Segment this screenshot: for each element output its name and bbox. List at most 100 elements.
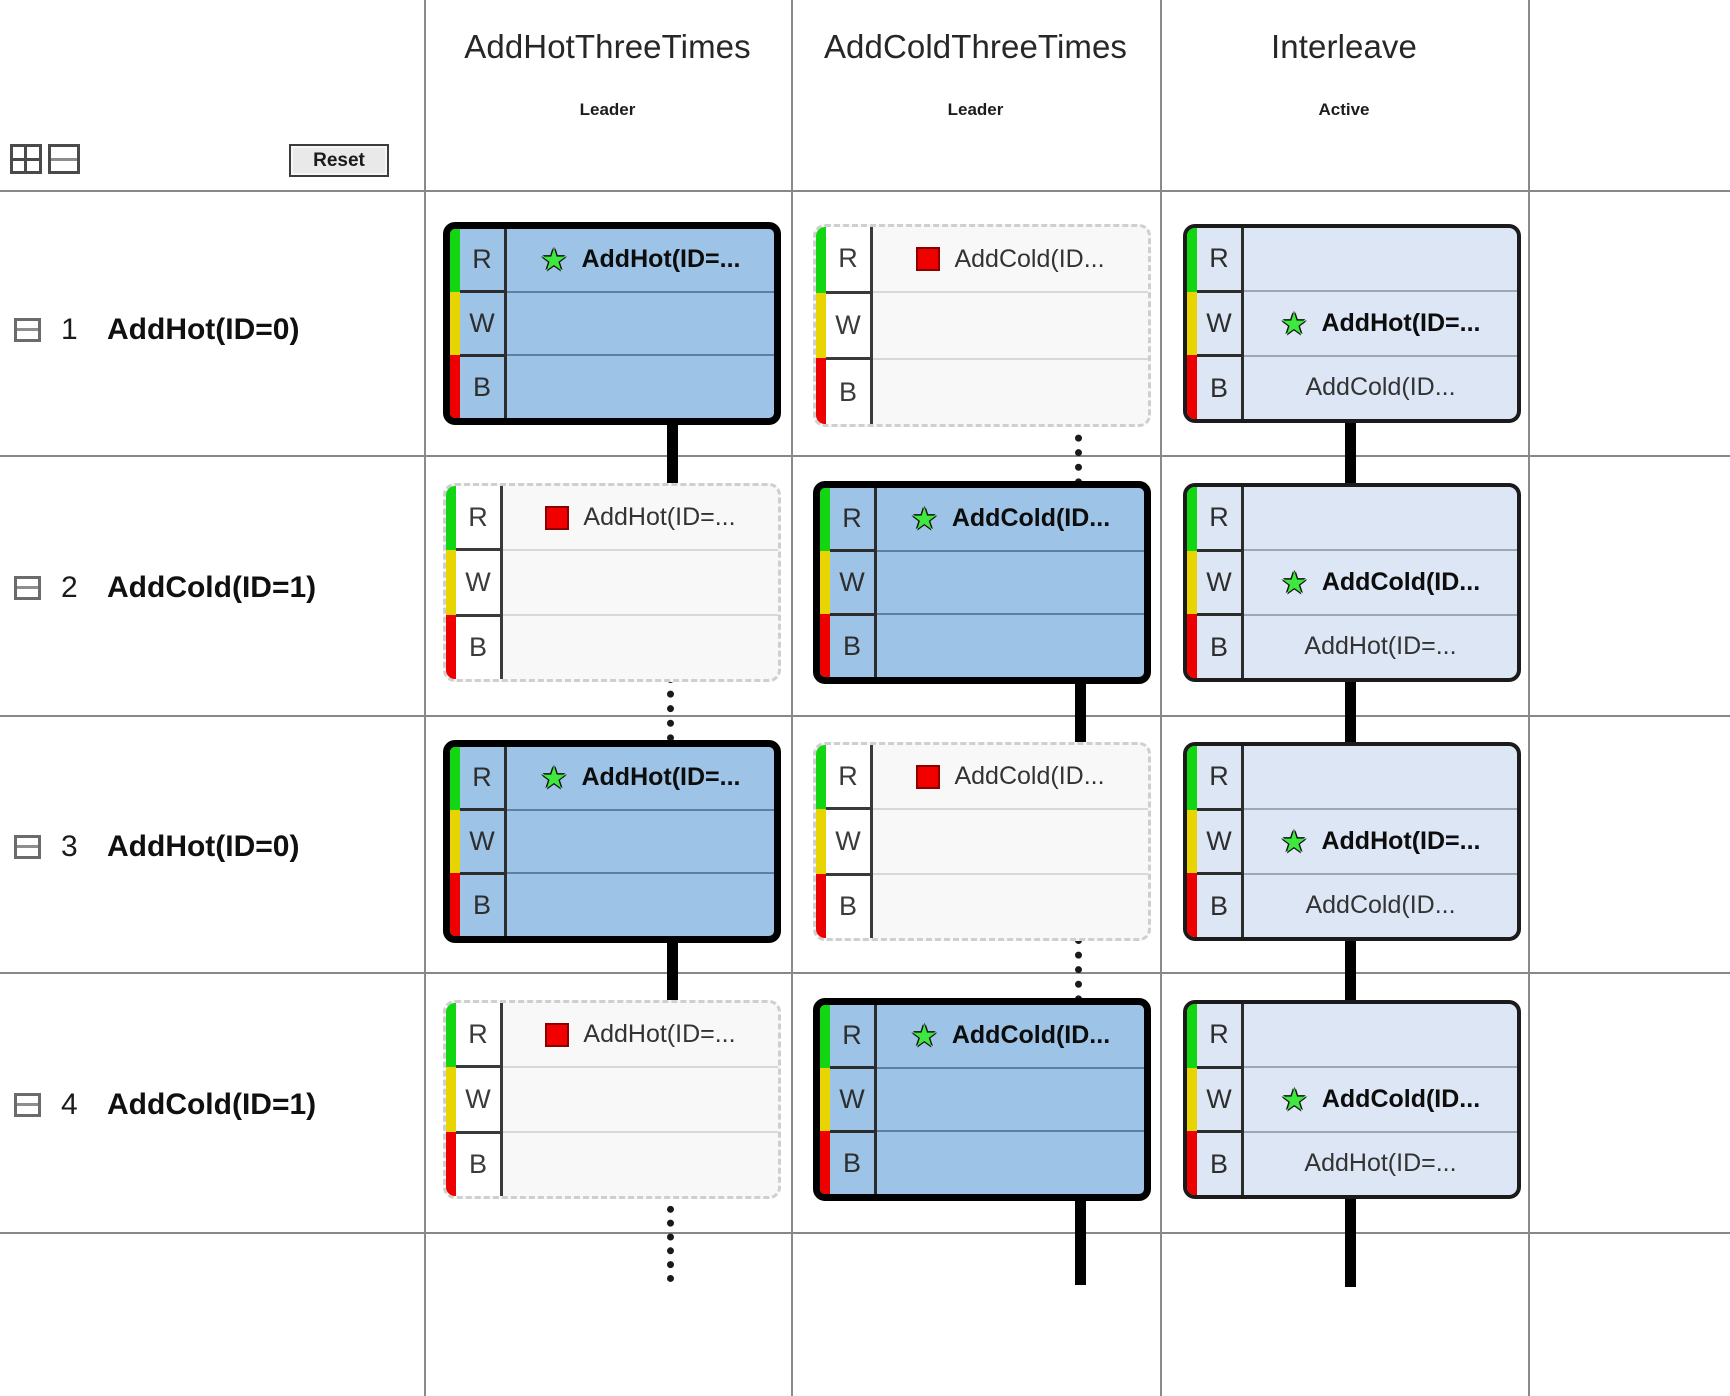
collapse-icon[interactable] — [14, 1093, 41, 1117]
state-letter-w: W — [456, 1065, 500, 1130]
entry-content: ★AddHot(ID=... — [540, 245, 741, 276]
state-entry[interactable] — [1244, 228, 1517, 290]
row-header-4[interactable]: 4 AddCold(ID=1) — [0, 1070, 424, 1140]
rail-blocked — [1187, 1131, 1197, 1195]
state-entry-column: ★AddCold(ID... AddHot(ID=... — [1244, 487, 1517, 678]
state-entry[interactable] — [1244, 1004, 1517, 1066]
horizontal-split-icon[interactable] — [48, 144, 80, 174]
collapse-icon[interactable] — [14, 576, 41, 600]
row-header-2[interactable]: 2 AddCold(ID=1) — [0, 553, 424, 623]
rail-blocked — [446, 614, 456, 679]
state-entry[interactable]: ★AddCold(ID... — [1244, 1066, 1517, 1130]
state-entry[interactable] — [873, 873, 1148, 938]
state-entry[interactable]: AddHot(ID=... — [1244, 613, 1517, 678]
state-entry[interactable]: AddHot(ID=... — [503, 486, 778, 549]
reset-button[interactable]: Reset — [289, 144, 389, 177]
state-entry[interactable] — [873, 808, 1148, 873]
status-rail — [820, 488, 830, 677]
state-entry[interactable] — [877, 549, 1144, 614]
state-entry[interactable] — [503, 549, 778, 614]
entry-label: AddHot(ID=... — [1304, 632, 1457, 661]
state-entry[interactable]: ★AddHot(ID=... — [1244, 290, 1517, 354]
state-letter-b: B — [1197, 1130, 1241, 1195]
state-entry[interactable] — [507, 808, 774, 873]
state-entry[interactable] — [503, 614, 778, 679]
state-entry[interactable] — [877, 613, 1144, 677]
state-entry[interactable]: AddHot(ID=... — [503, 1003, 778, 1066]
state-entry[interactable] — [1244, 746, 1517, 808]
stop-square-icon — [545, 505, 570, 530]
row-header-3[interactable]: 3 AddHot(ID=0) — [0, 812, 424, 882]
state-entry[interactable]: AddCold(ID... — [873, 227, 1148, 291]
stop-square-icon — [916, 764, 941, 789]
state-entry-column: AddHot(ID=... — [503, 1003, 778, 1196]
grid-layout-icon[interactable] — [10, 144, 42, 174]
state-entry[interactable] — [503, 1066, 778, 1131]
state-letter-r: R — [468, 501, 488, 532]
rail-blocked — [820, 614, 830, 677]
column-title: AddColdThreeTimes — [823, 28, 1128, 65]
row-number: 4 — [61, 1088, 78, 1121]
grid-hline-2 — [0, 715, 1730, 717]
state-letter-b: B — [830, 1130, 874, 1194]
state-entry[interactable]: AddCold(ID... — [1244, 354, 1517, 419]
entry-content: AddCold(ID... — [1305, 891, 1455, 920]
connector-c3-r2-r3 — [1345, 676, 1356, 760]
state-entry[interactable] — [503, 1131, 778, 1196]
status-rail — [450, 229, 460, 418]
status-rail — [1187, 746, 1197, 937]
status-rail — [820, 1005, 830, 1194]
collapse-icon[interactable] — [14, 835, 41, 859]
state-entry[interactable] — [873, 291, 1148, 357]
state-entry[interactable]: AddCold(ID... — [873, 745, 1148, 808]
state-letter-w: W — [1197, 289, 1241, 355]
state-entry[interactable]: ★AddCold(ID... — [877, 1005, 1144, 1067]
rail-ready — [450, 229, 460, 292]
state-letter-w: W — [826, 807, 870, 872]
state-entry[interactable]: AddCold(ID... — [1244, 872, 1517, 937]
entry-content: AddCold(ID... — [916, 762, 1105, 791]
toolbar: Reset — [0, 138, 424, 190]
state-entry[interactable] — [507, 290, 774, 355]
state-entry-column: ★AddHot(ID=... AddCold(ID... — [1244, 228, 1517, 419]
star-icon: ★ — [910, 503, 938, 537]
entry-content: AddCold(ID... — [1305, 373, 1455, 402]
row-header-1[interactable]: 1 AddHot(ID=0) — [0, 295, 424, 365]
entry-content: ★AddHot(ID=... — [540, 763, 741, 794]
rail-waiting — [820, 1068, 830, 1131]
state-entry[interactable] — [873, 357, 1148, 424]
grid-hline-3 — [0, 972, 1730, 974]
rail-blocked — [450, 873, 460, 936]
state-letter-w: W — [830, 1066, 874, 1130]
state-entry[interactable] — [1244, 487, 1517, 549]
entry-content: AddHot(ID=... — [1304, 632, 1456, 661]
state-entry[interactable] — [877, 1066, 1144, 1131]
entry-label: AddHot(ID=... — [1304, 1149, 1457, 1178]
state-entry[interactable]: AddHot(ID=... — [1244, 1130, 1517, 1195]
state-entry[interactable] — [507, 872, 774, 936]
state-entry[interactable] — [877, 1130, 1144, 1194]
state-entry[interactable]: ★AddCold(ID... — [1244, 549, 1517, 613]
state-entry[interactable]: ★AddCold(ID... — [877, 488, 1144, 550]
rail-waiting — [816, 292, 826, 359]
state-entry[interactable]: ★AddHot(ID=... — [507, 747, 774, 809]
state-entry[interactable]: ★AddHot(ID=... — [1244, 808, 1517, 872]
state-entry[interactable] — [507, 354, 774, 418]
state-entry[interactable]: ★AddHot(ID=... — [507, 229, 774, 291]
collapse-icon[interactable] — [14, 318, 41, 342]
